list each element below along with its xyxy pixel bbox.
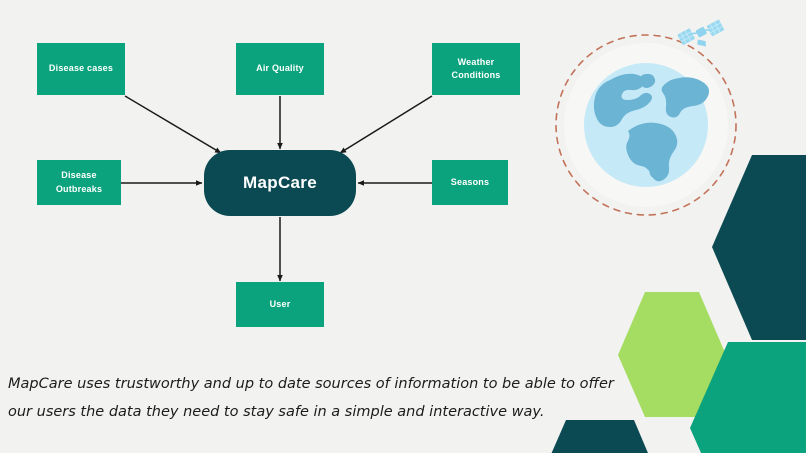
hex-dark-bottom-icon	[551, 420, 648, 453]
node-disease-outbreaks-label-line1: Disease	[61, 170, 97, 181]
node-air-quality-label: Air Quality	[256, 63, 304, 74]
node-mapcare-label: MapCare	[243, 173, 317, 192]
caption-text: MapCare uses trustworthy and up to date …	[8, 370, 614, 426]
node-disease-outbreaks-label-line2: Outbreaks	[55, 183, 103, 194]
diagram-arrows	[121, 95, 433, 282]
node-weather-conditions-label-line1: Weather	[457, 56, 495, 67]
node-disease-cases[interactable]: Disease cases	[37, 43, 125, 95]
hex-teal-bottom-right-icon	[690, 342, 806, 453]
mapcare-data-sources-diagram: Disease cases Air Quality Weather Condit…	[37, 43, 520, 327]
node-air-quality[interactable]: Air Quality	[236, 43, 324, 95]
node-mapcare-center[interactable]: MapCare	[204, 150, 356, 216]
node-user-label: User	[269, 298, 291, 309]
caption-line-1: MapCare uses trustworthy and up to date …	[8, 376, 614, 392]
satellite-icon	[677, 19, 725, 47]
globe-landmasses	[593, 73, 710, 182]
arrow-weather-conditions-to-mapcare	[339, 95, 433, 154]
hex-lime-mid-right-icon	[618, 292, 726, 417]
arrow-disease-cases-to-mapcare	[124, 95, 222, 154]
orbit-dashed-circle	[555, 34, 737, 216]
node-disease-cases-label: Disease cases	[48, 63, 114, 74]
node-weather-conditions-label-line2: Conditions	[451, 70, 501, 80]
node-disease-outbreaks[interactable]: Disease Outbreaks	[37, 160, 121, 205]
hex-dark-top-right-icon	[712, 155, 806, 340]
node-seasons[interactable]: Seasons	[432, 160, 508, 205]
node-user[interactable]: User	[236, 282, 324, 327]
node-weather-conditions[interactable]: Weather Conditions	[432, 43, 520, 95]
caption-line-2: our users the data they need to stay saf…	[8, 404, 545, 420]
globe-with-satellite-illustration	[555, 19, 737, 216]
node-seasons-label: Seasons	[450, 176, 490, 187]
